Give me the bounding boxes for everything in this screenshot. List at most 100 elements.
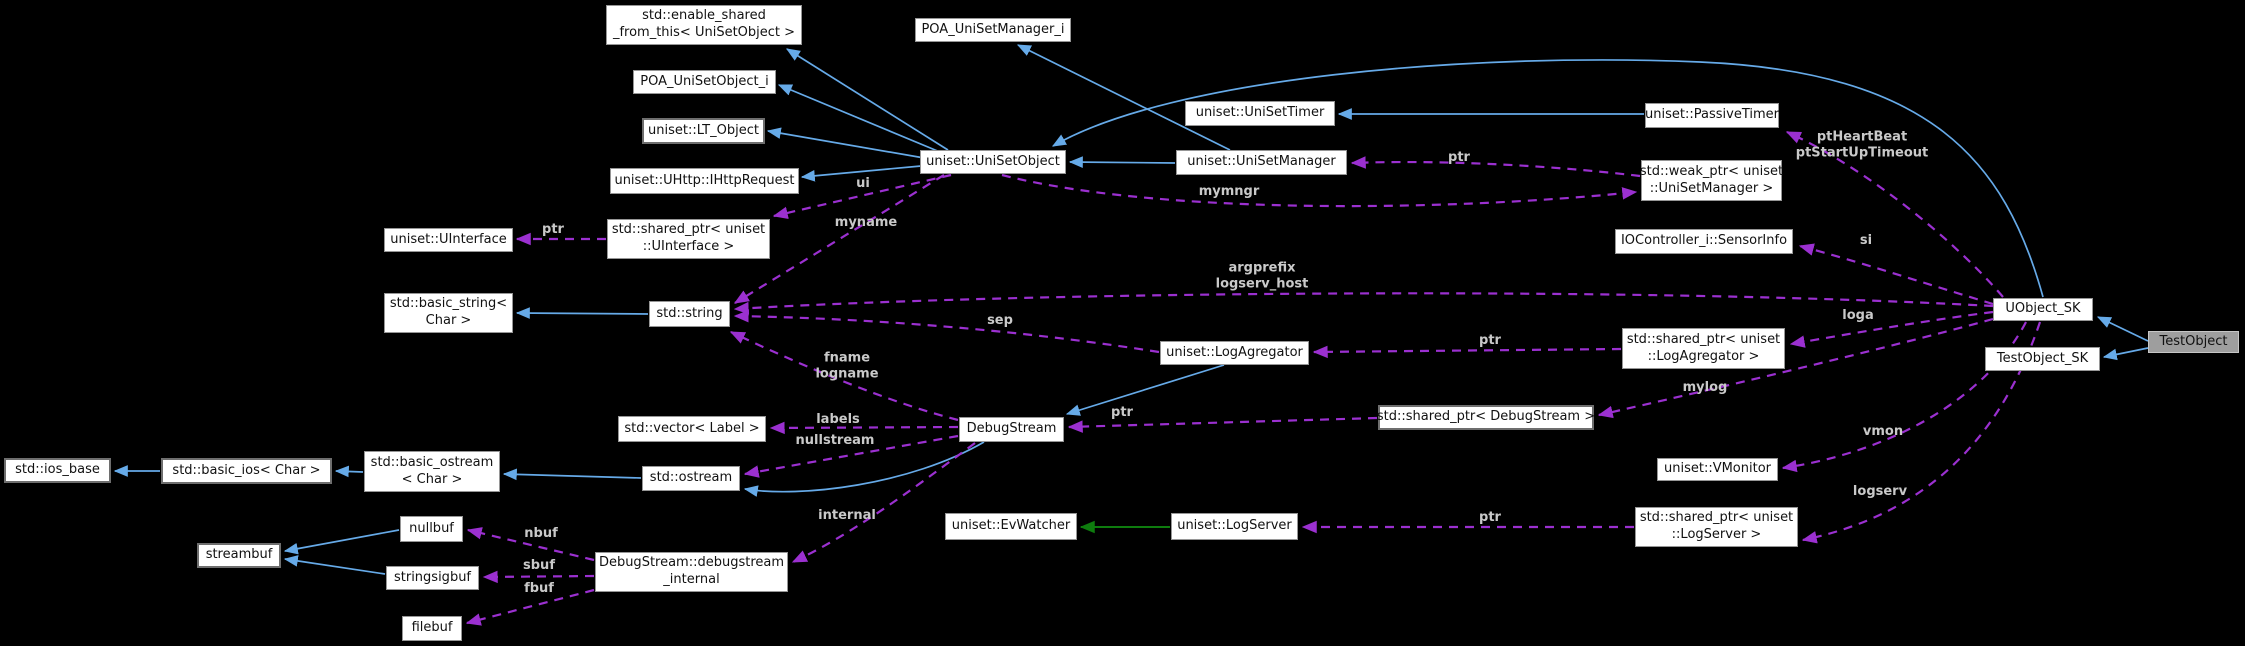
class-node-uniset-unisetobject[interactable]: uniset::UniSetObject bbox=[920, 150, 1066, 174]
edge-debugstream-internal-fbuf bbox=[465, 588, 595, 626]
class-node-label: DebugStream::debugstream _internal bbox=[598, 555, 785, 587]
class-node-label: DebugStream bbox=[966, 421, 1057, 437]
class-node-std-shared-ptr-logserver[interactable]: std::shared_ptr< uniset ::LogServer > bbox=[1635, 507, 1798, 547]
class-node-label: TestObject bbox=[2159, 333, 2228, 349]
class-node-uniset-lt-object[interactable]: uniset::LT_Object bbox=[642, 118, 765, 144]
class-node-label: std::shared_ptr< uniset ::UInterface > bbox=[611, 222, 766, 254]
class-node-label: uniset::UniSetObject bbox=[926, 153, 1060, 169]
edge-debugstream-nullstream bbox=[743, 434, 959, 478]
class-node-label: nullbuf bbox=[409, 520, 454, 536]
class-node-uniset-unisetmanager[interactable]: uniset::UniSetManager bbox=[1176, 150, 1347, 175]
edge-debugstream-fname-logname bbox=[729, 331, 959, 422]
class-node-poa-unisetobject-i[interactable]: POA_UniSetObject_i bbox=[633, 70, 776, 94]
class-node-label: TestObject_SK bbox=[1996, 350, 2089, 366]
class-node-std-basic-ios[interactable]: std::basic_ios< Char > bbox=[161, 458, 332, 484]
class-node-uniset-unisettimer[interactable]: uniset::UniSetTimer bbox=[1185, 101, 1335, 126]
class-node-label: POA_UniSetObject_i bbox=[640, 73, 769, 89]
class-node-uniset-evwatcher[interactable]: uniset::EvWatcher bbox=[945, 513, 1077, 540]
edge-uobject-sk-argprefix bbox=[733, 292, 1994, 315]
edge-ostream-to-basic-ostream bbox=[502, 468, 642, 481]
class-node-uobject-sk[interactable]: UObject_SK bbox=[1993, 298, 2093, 321]
class-node-label: std::shared_ptr< uniset ::LogServer > bbox=[1639, 510, 1794, 542]
class-node-label: std::shared_ptr< uniset ::LogAgregator > bbox=[1626, 331, 1781, 364]
edge-unisetobject-myname bbox=[733, 174, 945, 304]
class-node-uniset-vmonitor[interactable]: uniset::VMonitor bbox=[1657, 458, 1778, 481]
class-node-label: uniset::LogAgregator bbox=[1166, 344, 1303, 360]
class-node-label: POA_UniSetManager_i bbox=[921, 21, 1065, 37]
edge-debugstream-internal bbox=[791, 442, 976, 563]
class-node-nullbuf[interactable]: nullbuf bbox=[400, 516, 463, 542]
class-node-std-shared-ptr-logagregator[interactable]: std::shared_ptr< uniset ::LogAgregator > bbox=[1622, 328, 1785, 369]
class-node-uniset-uinterface[interactable]: uniset::UInterface bbox=[384, 228, 513, 252]
class-node-std-basic-ostream[interactable]: std::basic_ostream < Char > bbox=[364, 451, 500, 492]
class-node-label: stringsigbuf bbox=[393, 569, 472, 585]
class-node-iocontroller-i-sensorinfo[interactable]: IOController_i::SensorInfo bbox=[1615, 229, 1793, 254]
class-node-std-ios-base[interactable]: std::ios_base bbox=[4, 458, 111, 483]
class-node-testobject: TestObject bbox=[2148, 331, 2239, 353]
edge-unisetobject-to-lt-object bbox=[766, 127, 931, 160]
edge-debugstream-labels bbox=[769, 421, 959, 435]
edge-uobject-sk-ptheartbeat bbox=[1785, 130, 2004, 298]
class-node-label: std::vector< Label > bbox=[624, 420, 760, 436]
class-node-std-ostream[interactable]: std::ostream bbox=[642, 466, 740, 491]
class-node-label: uniset::PassiveTimer bbox=[1645, 107, 1779, 123]
class-node-streambuf[interactable]: streambuf bbox=[197, 543, 281, 568]
edge-debugstream-internal-nbuf bbox=[466, 527, 595, 562]
edge-testobject-to-uobject-sk bbox=[2096, 316, 2149, 342]
edge-testobject-to-testobject-sk bbox=[2102, 347, 2149, 361]
class-node-label: std::string bbox=[656, 305, 723, 321]
class-node-label: std::ios_base bbox=[15, 462, 100, 478]
class-node-label: uniset::LogServer bbox=[1177, 518, 1292, 534]
class-node-std-vector-label[interactable]: std::vector< Label > bbox=[618, 416, 766, 442]
class-node-std-enable-shared-from-this[interactable]: std::enable_shared _from_this< UniSetObj… bbox=[606, 5, 802, 45]
class-node-label: uniset::VMonitor bbox=[1663, 461, 1772, 477]
class-node-label: streambuf bbox=[205, 547, 273, 563]
class-node-uniset-passivetimer[interactable]: uniset::PassiveTimer bbox=[1645, 103, 1779, 128]
edge-stringsigbuf-to-streambuf bbox=[283, 555, 386, 575]
edge-shared-ptr-logagregator-ptr bbox=[1312, 345, 1622, 359]
class-node-uniset-logagregator[interactable]: uniset::LogAgregator bbox=[1160, 341, 1309, 365]
class-node-testobject-sk[interactable]: TestObject_SK bbox=[1985, 347, 2100, 371]
class-node-std-string[interactable]: std::string bbox=[649, 301, 730, 327]
edge-unisetobject-to-ihttprequest bbox=[800, 165, 922, 182]
edge-unisetmanager-to-poa-unisetmanager-i bbox=[1016, 44, 1231, 151]
class-node-label: std::basic_ostream < Char > bbox=[370, 454, 494, 487]
edge-shared-ptr-debugstream-ptr bbox=[1067, 416, 1378, 433]
edge-weak-ptr-unisetmanager-ptr bbox=[1350, 156, 1641, 178]
class-node-label: std::ostream bbox=[649, 470, 733, 486]
class-node-poa-unisetmanager-i[interactable]: POA_UniSetManager_i bbox=[915, 18, 1071, 42]
edge-nullbuf-to-streambuf bbox=[283, 529, 400, 555]
class-node-std-shared-ptr-debugstream[interactable]: std::shared_ptr< DebugStream > bbox=[1376, 405, 1596, 430]
class-node-std-basic-string[interactable]: std::basic_string< Char > bbox=[384, 293, 513, 333]
class-node-label: uniset::LT_Object bbox=[648, 122, 759, 138]
class-node-uniset-uhttp-ihttprequest[interactable]: uniset::UHttp::IHttpRequest bbox=[610, 168, 799, 194]
edge-basic-ostream-to-basic-ios bbox=[334, 465, 364, 478]
edge-uobject-sk-mylog bbox=[1597, 317, 1994, 419]
class-node-stringsigbuf[interactable]: stringsigbuf bbox=[386, 566, 479, 590]
edge-unisetobject-ui bbox=[772, 173, 952, 219]
class-node-label: std::shared_ptr< DebugStream > bbox=[1376, 409, 1596, 425]
edge-unisetobject-mymngr bbox=[1001, 173, 1638, 208]
edge-unisetobject-to-enable-shared bbox=[786, 48, 949, 151]
edge-uobject-sk-si bbox=[1798, 243, 1994, 306]
class-node-label: uniset::UniSetTimer bbox=[1195, 105, 1325, 121]
class-node-label: uniset::UniSetManager bbox=[1187, 154, 1336, 170]
edge-unisetmanager-to-unisetobject bbox=[1068, 156, 1176, 168]
class-node-label: std::basic_string< Char > bbox=[389, 296, 508, 328]
class-node-uniset-logserver[interactable]: uniset::LogServer bbox=[1171, 513, 1298, 540]
class-node-label: uniset::UHttp::IHttpRequest bbox=[614, 172, 795, 188]
class-node-std-weak-ptr-unisetmanager[interactable]: std::weak_ptr< uniset ::UniSetManager > bbox=[1640, 160, 1783, 201]
class-node-debugstream-debugstream-internal[interactable]: DebugStream::debugstream _internal bbox=[595, 552, 788, 592]
class-node-std-shared-ptr-uinterface[interactable]: std::shared_ptr< uniset ::UInterface > bbox=[607, 219, 770, 259]
edge-string-to-basic-string bbox=[515, 307, 649, 319]
edge-uobject-sk-vmon bbox=[1781, 321, 2027, 473]
class-node-label: uniset::EvWatcher bbox=[951, 518, 1071, 534]
edge-uobject-sk-to-unisetobject bbox=[1051, 59, 2044, 298]
class-node-label: std::basic_ios< Char > bbox=[172, 462, 321, 478]
edge-uobject-sk-loga bbox=[1789, 310, 1994, 348]
edge-unisetobject-to-poa-unisetobject-i bbox=[777, 84, 941, 153]
class-node-filebuf[interactable]: filebuf bbox=[402, 616, 462, 641]
class-node-debugstream[interactable]: DebugStream bbox=[959, 417, 1064, 442]
